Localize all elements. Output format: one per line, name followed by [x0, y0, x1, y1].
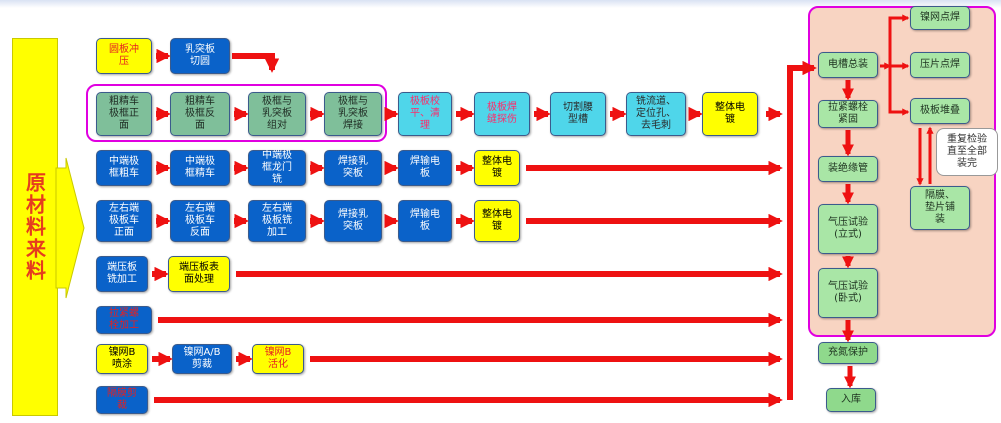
step-r1-6: 切割腰 型槽	[550, 92, 606, 136]
raw-material-arrow	[55, 157, 85, 299]
step-r3-5: 整体电 镀	[474, 200, 520, 242]
step-r4-1: 端压板表 面处理	[168, 256, 230, 292]
assembly-branch-3	[888, 66, 910, 116]
raw-material-label: 原材料来料	[22, 172, 47, 282]
step-r3-3: 焊接乳 突板	[324, 200, 382, 242]
step-r0-0: 圆板冲 压	[96, 38, 152, 74]
step-r6-0: 镍网B 喷涂	[96, 344, 148, 374]
top-gradient-bar	[0, 0, 1001, 8]
step-r2-1: 中端极 框精车	[170, 150, 230, 186]
step-r7-0: 隔膜剪 裁	[96, 386, 148, 414]
step-r2-5: 整体电 镀	[474, 150, 520, 186]
step-r3-0: 左右端 极板车 正面	[96, 200, 152, 242]
assembly-main-1: 拉紧螺栓 紧固	[818, 100, 878, 128]
step-r6-2: 镍网B 活化	[252, 344, 304, 374]
assembly-side-1: 压片点焊	[910, 52, 970, 78]
step-r1-0: 粗精车 极框正 面	[96, 92, 152, 136]
step-r1-1: 粗精车 极框反 面	[170, 92, 230, 136]
step-r1-3: 极框与 乳突板 焊接	[324, 92, 382, 136]
assembly-main-4: 气压试验 (卧式)	[818, 268, 878, 318]
step-r3-4: 焊输电 板	[398, 200, 452, 242]
step-r1-4: 极板校 平、清 理	[398, 92, 452, 136]
assembly-branch	[888, 14, 910, 66]
row-arrow-r0	[232, 53, 280, 73]
step-r2-3: 焊接乳 突板	[324, 150, 382, 186]
step-r4-0: 端压板 铣加工	[96, 256, 148, 292]
step-r1-2: 极框与 乳突板 组对	[248, 92, 306, 136]
flow-arrows	[152, 14, 934, 408]
assembly-after-1: 入库	[826, 388, 876, 412]
step-r5-0: 拉紧螺 栓加工	[96, 306, 152, 334]
assembly-side-0: 镍网点焊	[910, 6, 970, 30]
assembly-side-3: 隔膜、 垫片铺 装	[910, 186, 970, 230]
assembly-main-0: 电槽总装	[818, 52, 878, 78]
step-r0-1: 乳突板 切圆	[170, 38, 230, 74]
step-r3-2: 左右端 极板铣 加工	[248, 200, 306, 242]
assembly-after-0: 充氮保护	[818, 342, 878, 364]
step-r2-2: 中端极 框龙门 铣	[248, 150, 306, 186]
step-r3-1: 左右端 极板车 反面	[170, 200, 230, 242]
step-r1-8: 整体电 镀	[702, 92, 758, 136]
step-r1-7: 铣流道、 定位孔、 去毛刺	[626, 92, 686, 136]
step-r6-1: 镍网A/B 剪裁	[172, 344, 232, 374]
repeat-inspection-note: 重复检验 直至全部 装完	[936, 128, 998, 176]
assembly-main-2: 装绝缘管	[818, 156, 878, 182]
step-r2-0: 中端极 框粗车	[96, 150, 152, 186]
step-r1-5: 极板焊 缝探伤	[474, 92, 530, 136]
step-r2-4: 焊输电 板	[398, 150, 452, 186]
collector-line	[787, 60, 817, 400]
raw-material-bar: 原材料来料	[12, 38, 58, 416]
assembly-side-2: 极板堆叠	[910, 98, 970, 124]
assembly-main-3: 气压试验 (立式)	[818, 204, 878, 254]
